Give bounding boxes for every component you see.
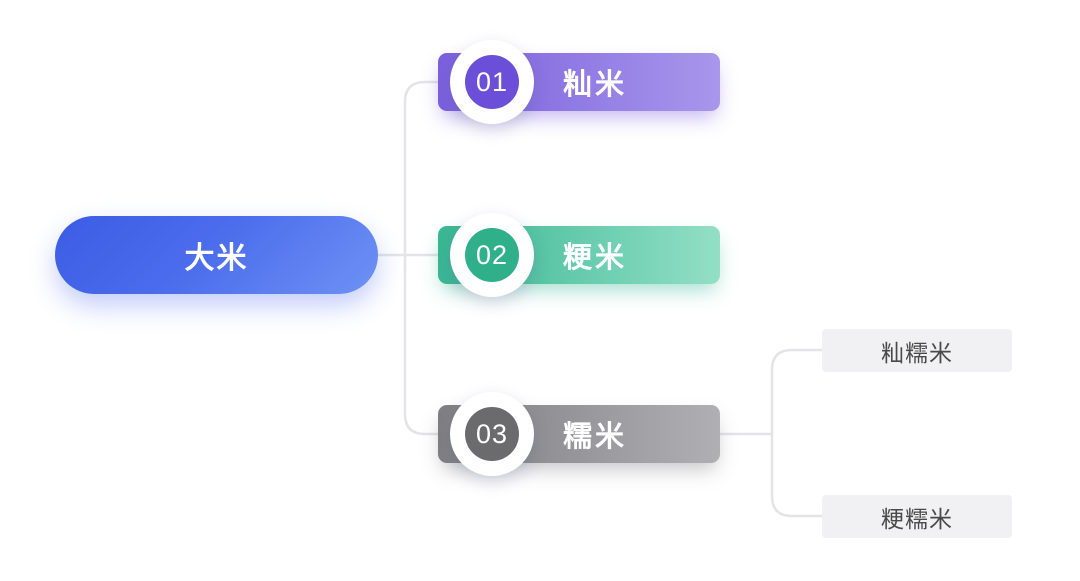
leaf-node-jingnuomi[interactable]: 粳糯米 [822,495,1012,538]
branch-3-label: 糯米 [563,421,628,453]
branch-3-number-badge: 03 [450,392,534,476]
leaf-1-label: 籼糯米 [881,339,953,366]
branch-node-nuomi[interactable]: 03 糯米 [438,392,720,476]
root-node-dami[interactable]: 大米 [55,216,378,294]
branch-node-xianmi[interactable]: 01 籼米 [438,40,720,124]
branch-2-number-badge: 02 [450,213,534,297]
branch-1-label: 籼米 [563,69,628,101]
leaf-node-xiannuomi[interactable]: 籼糯米 [822,329,1012,372]
branch-3-number: 03 [465,407,519,461]
branch-2-label: 粳米 [563,242,628,274]
branch-1-number: 01 [465,55,519,109]
branch-1-number-badge: 01 [450,40,534,124]
leaf-2-label: 粳糯米 [881,505,953,532]
root-node-label: 大米 [184,242,249,275]
branch-2-number: 02 [465,228,519,282]
branch-node-jingmi[interactable]: 02 粳米 [438,213,720,297]
